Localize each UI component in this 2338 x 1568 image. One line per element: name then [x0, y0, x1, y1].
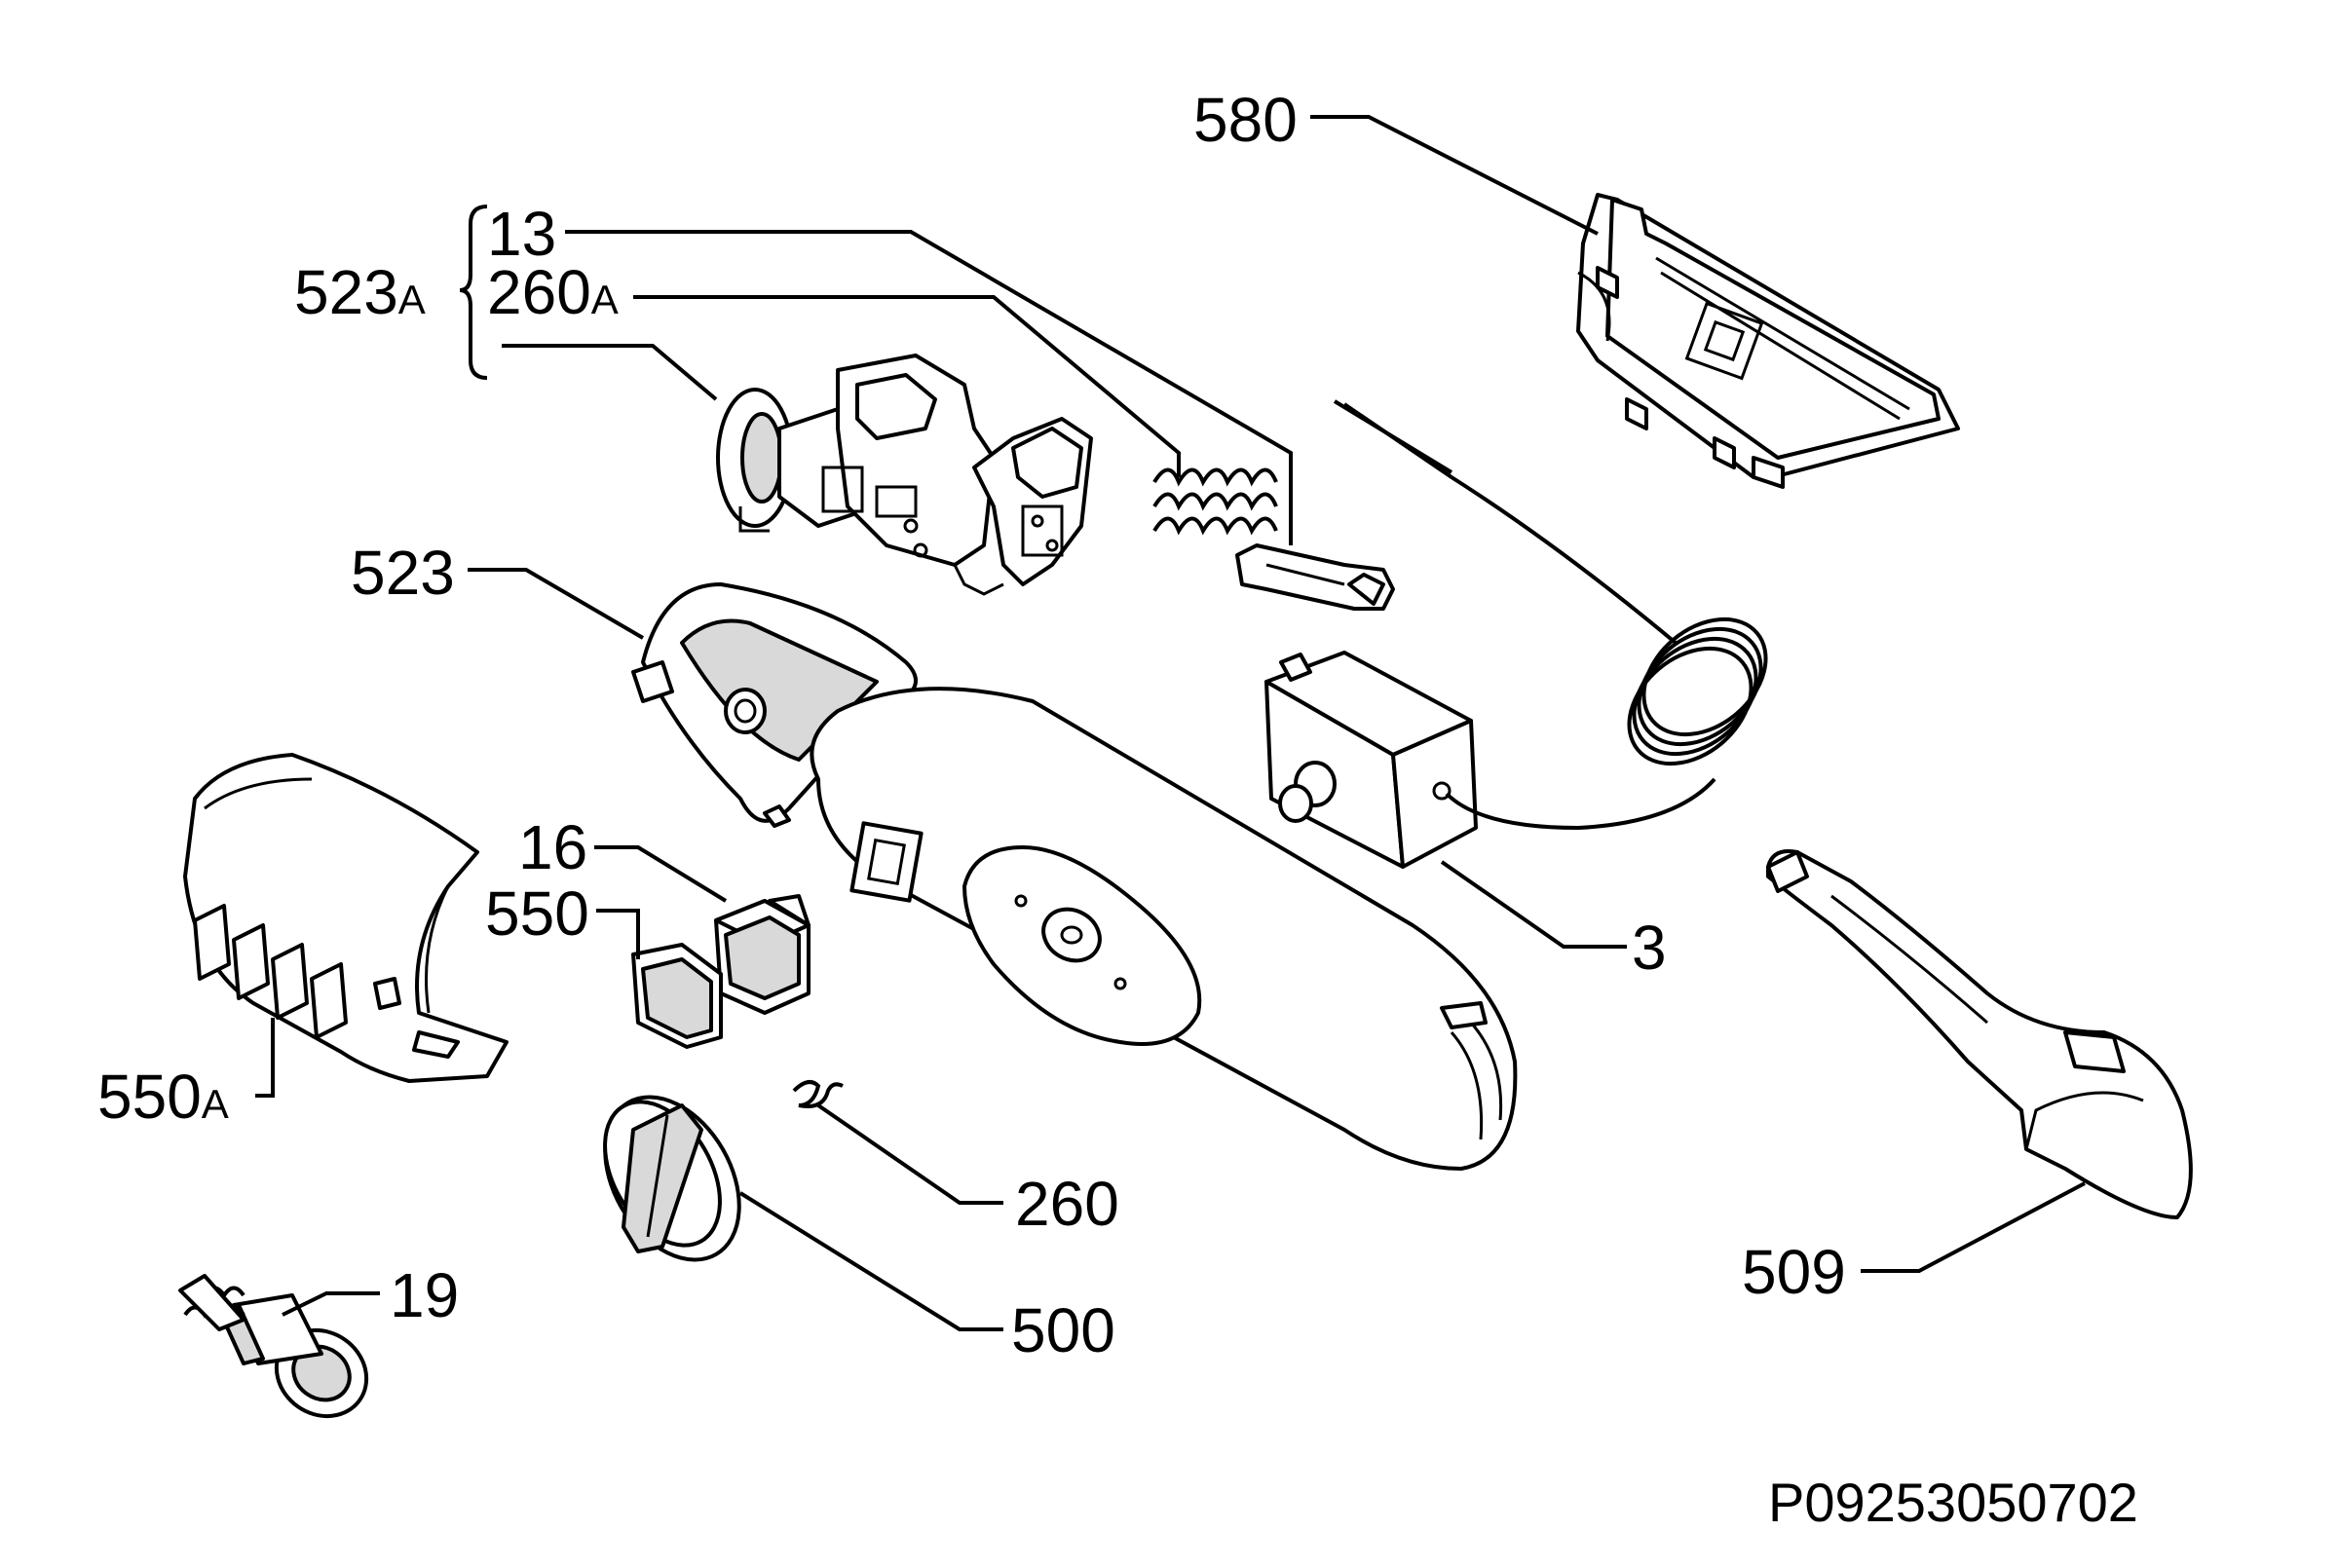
label-13: 13: [487, 199, 556, 269]
label-260A: 260A: [487, 257, 619, 327]
label-509: 509: [1742, 1237, 1846, 1307]
label-500: 500: [1011, 1295, 1115, 1365]
part-523-housing: [631, 582, 1518, 1171]
label-550A: 550A: [97, 1062, 229, 1132]
part-labels: 580 13 523A 260A 523 16 550 550A 3 260 5…: [97, 85, 1846, 1365]
part-523A-switch-assembly: [716, 354, 1093, 596]
label-260: 260: [1015, 1169, 1119, 1239]
part-509-bracket: [1766, 849, 2193, 1219]
label-16: 16: [518, 812, 587, 882]
group-brace-523A: [459, 205, 488, 380]
label-523: 523: [351, 538, 455, 608]
leader-lines: [255, 115, 2086, 1331]
label-523A: 523A: [294, 257, 426, 327]
drawing-number: P09253050702: [1768, 1472, 2138, 1533]
part-580-cover-plate: [1576, 193, 1960, 489]
part-550-lens: [631, 943, 723, 1049]
label-550: 550: [485, 878, 589, 949]
part-19-lamp-bulb: [178, 1274, 369, 1419]
part-550A-lamp-cover: [183, 753, 509, 1083]
label-19: 19: [390, 1260, 459, 1330]
label-580: 580: [1193, 85, 1298, 155]
part-13-plunger: [1235, 543, 1395, 611]
part-500-knob: [603, 1095, 741, 1262]
part-16-switch: [714, 894, 811, 1015]
label-3: 3: [1632, 913, 1667, 983]
part-3-thermostat: [1264, 399, 1768, 869]
part-260A-spring: [1152, 467, 1278, 536]
part-260-clip: [792, 1080, 844, 1108]
